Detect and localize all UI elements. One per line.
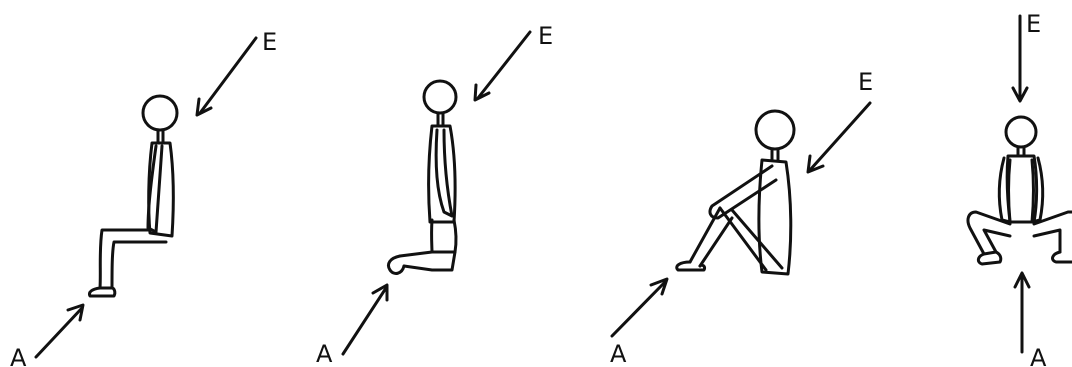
label-a: A (1030, 344, 1047, 367)
arm-left (999, 158, 1010, 222)
arrow-e (475, 32, 530, 100)
torso (759, 160, 791, 274)
arrow-a (1015, 273, 1029, 352)
panel-3: E A (610, 68, 873, 367)
figure-hugging-knees (677, 111, 794, 274)
arm (436, 130, 452, 216)
panel-1: E A (10, 28, 277, 367)
label-e: E (858, 68, 873, 96)
label-e: E (262, 28, 277, 56)
arrow-e (808, 103, 870, 172)
thigh (720, 208, 782, 270)
thigh (432, 220, 457, 252)
panel-2: E A (316, 22, 553, 367)
label-a: A (10, 344, 27, 367)
figure-squatting (968, 117, 1072, 264)
neck (772, 149, 778, 160)
label-a: A (610, 340, 627, 367)
head (756, 111, 794, 149)
arrow-a (343, 285, 387, 354)
neck (438, 113, 443, 126)
panel-4: E A (968, 10, 1072, 367)
arrow-a (36, 305, 83, 357)
label-a: A (316, 340, 333, 367)
figure-kneeling (388, 81, 456, 273)
foot (388, 256, 404, 273)
figure-sitting (89, 96, 177, 296)
neck (158, 130, 163, 143)
arrow-e (197, 38, 256, 115)
head (143, 96, 177, 130)
foot-right (1053, 252, 1072, 262)
label-e: E (538, 22, 553, 50)
arrow-a (612, 279, 667, 336)
head (1006, 117, 1036, 147)
label-e: E (1026, 10, 1041, 38)
arrow-e (1013, 16, 1027, 101)
shin (400, 252, 455, 270)
leg-left (968, 212, 1010, 254)
head (424, 81, 456, 113)
thigh-and-shin (100, 230, 166, 288)
